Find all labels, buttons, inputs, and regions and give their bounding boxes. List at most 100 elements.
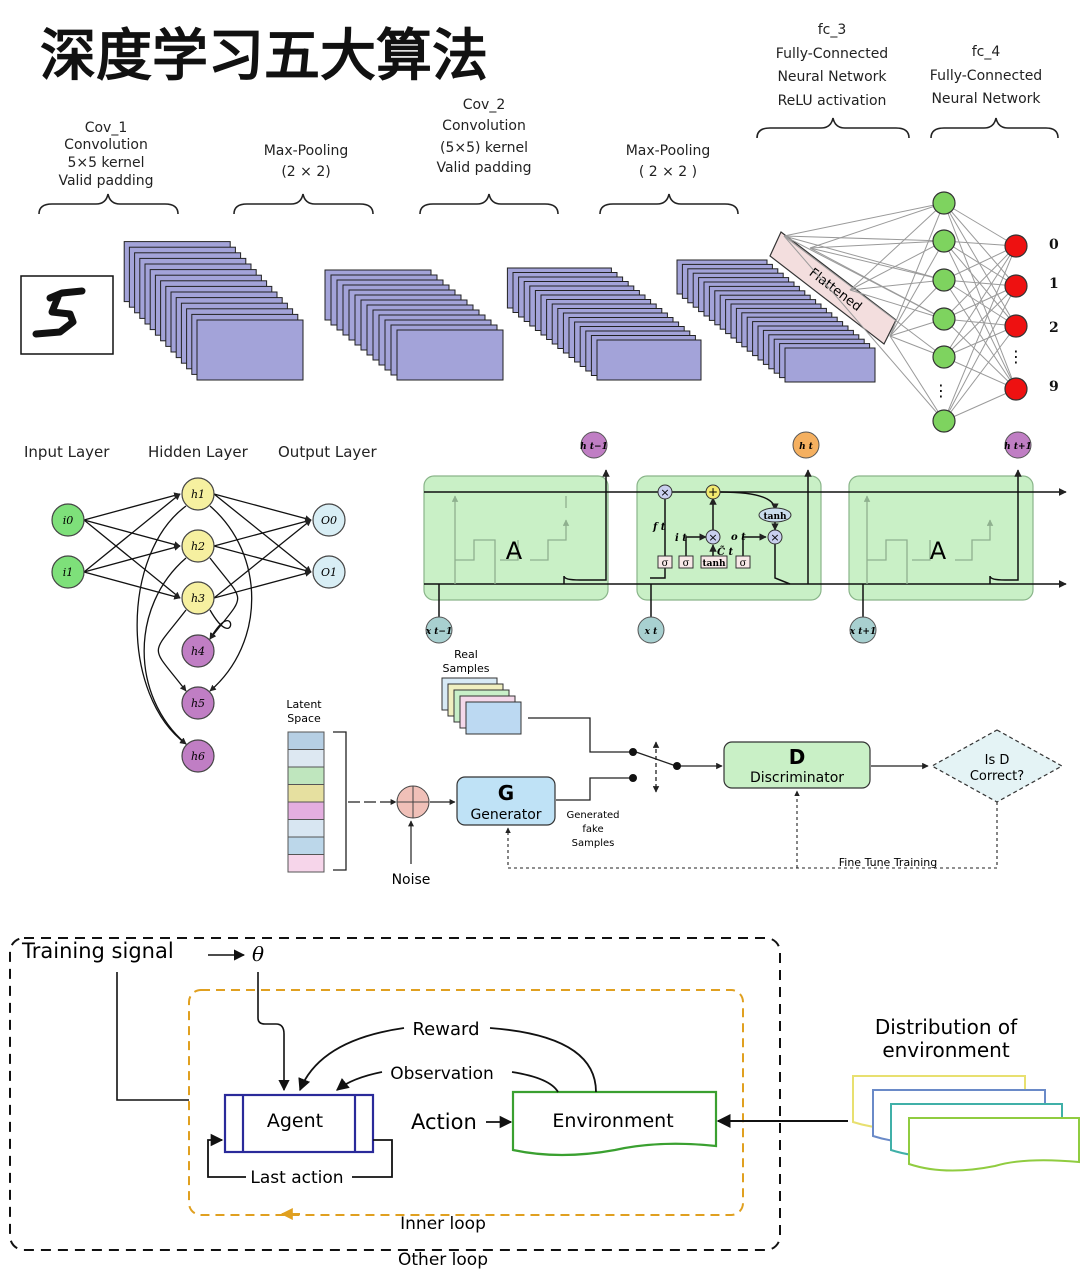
discriminator-box: [723, 741, 871, 789]
rnn-hidden-label: h2: [191, 540, 205, 553]
noise-label: Noise: [392, 872, 431, 888]
generator-box: [456, 776, 556, 826]
output-multiply: ×: [770, 531, 779, 544]
fc-connection: [943, 202, 1017, 247]
rnn-output-node: [312, 555, 346, 589]
cnn-braces: [38, 117, 1059, 215]
cell-add: +: [708, 485, 718, 499]
fc3-line-0: fc_3: [818, 22, 847, 38]
gan-diagram: Real Samples Latent Space Noise G Genera…: [286, 648, 1064, 888]
input-edge: [83, 493, 181, 573]
lstm-cell-next: [848, 475, 1034, 601]
fc-connection: [943, 245, 1017, 422]
rnn-hidden-label: h5: [191, 697, 205, 710]
output-label-0: 0: [1049, 237, 1059, 253]
real-samples-stack: [441, 677, 522, 735]
rnn-hidden-node: [181, 581, 215, 615]
output-label-9: 9: [1049, 379, 1059, 395]
fully-connected-network: [783, 191, 1028, 433]
feature-map-stack-3: [506, 267, 702, 381]
last-action-label: Last action: [250, 1168, 343, 1188]
output-edge: [213, 570, 312, 599]
rnn-edges: [83, 492, 312, 745]
fc-connection: [943, 388, 1017, 422]
fc-connection: [943, 325, 1017, 358]
latent-cell: [287, 766, 325, 785]
fc-connection: [943, 245, 1017, 358]
brace-pool1: [233, 193, 374, 215]
gate-label-i: i t: [675, 533, 687, 544]
gan-switch-lines: [528, 717, 723, 801]
decision-line-1: Correct?: [970, 769, 1024, 784]
rl-diagram: Training signal θ Agent Action Environme…: [9, 937, 1080, 1270]
hidden-layer-label: Hidden Layer: [148, 443, 249, 461]
rnn-output-node: [312, 503, 346, 537]
lstm-inputs: x t−1 x t x t+1: [425, 616, 877, 644]
output-sigma: σ: [740, 558, 747, 569]
tanh-gate: tanh: [702, 559, 726, 569]
flatten-connection: [783, 235, 945, 281]
hidden-node: [932, 268, 956, 292]
cov2-line-1: Convolution: [442, 118, 526, 134]
generated-label-0: Generated: [566, 810, 619, 821]
latent-cell: [287, 731, 325, 750]
fc-connection: [943, 285, 1017, 358]
agent-label: Agent: [267, 1110, 323, 1132]
cov1-line-3: Valid padding: [58, 173, 153, 189]
flatten-connection: [783, 235, 945, 422]
flatten-connection: [783, 202, 945, 237]
inner-loop-label: Inner loop: [400, 1214, 486, 1234]
rnn-hidden-label: h1: [191, 488, 205, 501]
hidden-ellipsis: ⋮: [933, 381, 949, 400]
lstm-hidden-states: h t−1 h t h t+1: [580, 431, 1032, 459]
feature-map-stack-4: [676, 259, 876, 383]
real-label-1: Samples: [443, 662, 490, 675]
tanh-op: tanh: [763, 512, 787, 522]
action-label: Action: [411, 1110, 477, 1134]
fc-connection: [943, 240, 1017, 247]
output-label-1: 1: [1049, 276, 1059, 292]
rnn-input-node: [51, 503, 85, 537]
gate-label-o: o t: [731, 532, 746, 543]
latent-cell: [287, 819, 325, 838]
recurrent-edge: [157, 609, 187, 692]
switch-fake: [629, 774, 637, 782]
rnn-layer-labels: Input Layer Hidden Layer Output Layer: [24, 443, 378, 461]
latent-bracket: [333, 731, 347, 871]
brace-cov1: [38, 193, 179, 215]
h-current: h t: [799, 442, 814, 452]
lstm-diagram: σ σ tanh σ tanh × + × × f t i t C̃ t o t…: [423, 431, 1067, 644]
fc-connection: [943, 202, 1017, 390]
lstm-paths: [438, 469, 1022, 620]
observation-arrow: [336, 1071, 383, 1091]
gate-label-c: C̃ t: [717, 546, 733, 558]
flatten-connection: [809, 247, 945, 320]
cov2-line-0: Cov_2: [463, 97, 506, 113]
generated-label-1: fake: [582, 824, 603, 835]
reward-arrow: [298, 1027, 405, 1092]
fc-connection: [943, 318, 1017, 327]
x-current: x t: [644, 627, 658, 637]
fc3-line-2: Neural Network: [777, 69, 887, 85]
page-title: 深度学习五大算法: [40, 24, 488, 89]
switch-real: [629, 748, 637, 756]
cov2-line-3: Valid padding: [436, 160, 531, 176]
input-edge: [83, 571, 181, 600]
fc-connection: [943, 240, 1017, 390]
environment-distribution-stack: [852, 1075, 1080, 1172]
fc3-line-3: ReLU activation: [778, 93, 887, 109]
forget-multiply: ×: [660, 486, 669, 499]
flatten-connection: [849, 279, 945, 291]
generator-name: Generator: [470, 807, 541, 823]
other-loop-label: Other loop: [398, 1250, 488, 1270]
fc4-line-1: Fully-Connected: [930, 68, 1042, 84]
cnn-diagram: Cov_1 Convolution 5×5 kernel Valid paddi…: [20, 22, 1059, 433]
flatten-connection: [889, 240, 945, 337]
forget-sigma: σ: [662, 558, 669, 569]
output-edge: [213, 493, 312, 522]
outer-loop-border: [9, 937, 781, 1251]
feature-map-front: [596, 339, 702, 381]
switch-pivot: [673, 762, 681, 770]
